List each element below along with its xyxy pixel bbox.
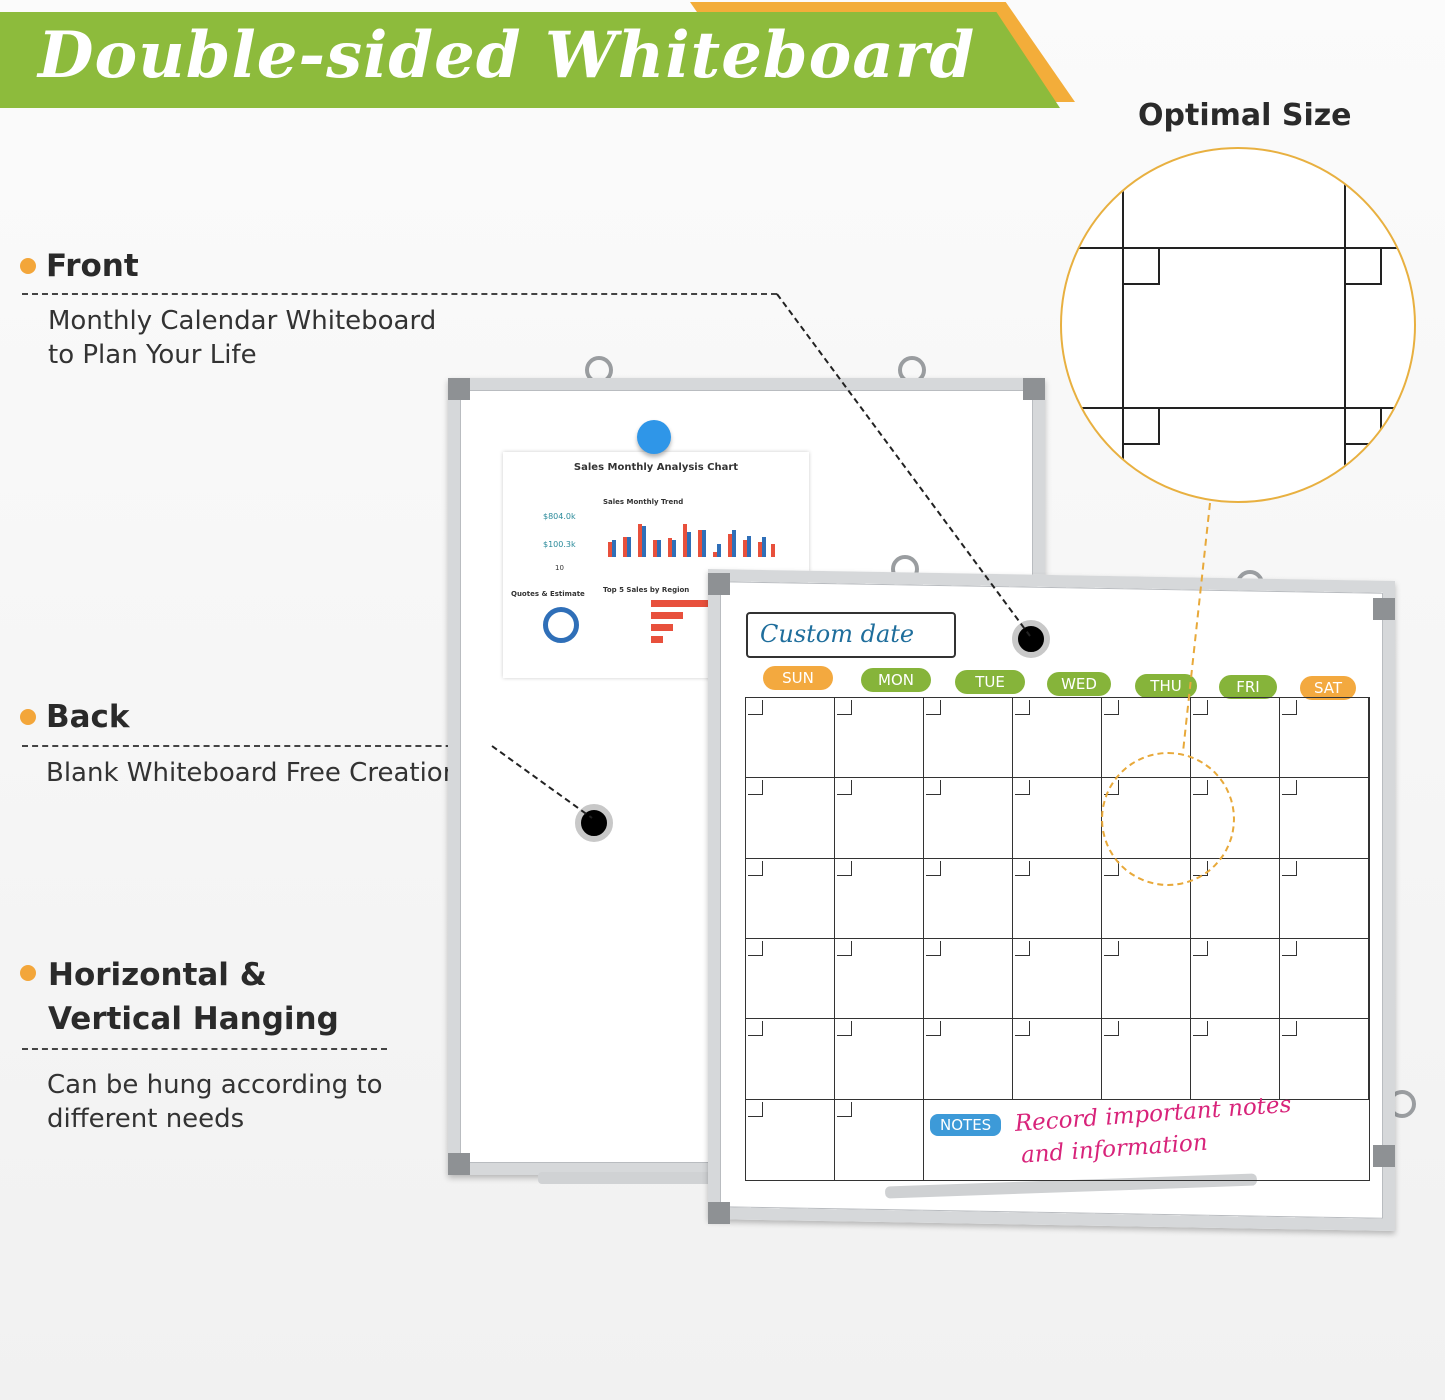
optimal-size-magnifier	[1060, 147, 1416, 503]
section-title-back: Back	[46, 699, 130, 735]
section-desc-front: Monthly Calendar Whiteboard to Plan Your…	[48, 304, 436, 372]
kpi-value: 10	[555, 564, 564, 572]
calendar-cell	[924, 858, 1013, 939]
calendar-cell	[1013, 698, 1102, 779]
desc-line: Can be hung according to	[47, 1070, 383, 1100]
calendar-cell	[1280, 778, 1369, 859]
back-magnet-marker	[575, 804, 613, 842]
notes-badge: NOTES	[930, 1113, 1002, 1136]
calendar-cell	[1280, 858, 1369, 939]
calendar-cell	[746, 698, 835, 779]
section-title-front: Front	[46, 248, 139, 284]
calendar-cell	[1102, 858, 1191, 939]
board-corner	[1023, 378, 1045, 400]
kpi-value: $804.0k	[543, 512, 576, 521]
calendar-cell	[1102, 939, 1191, 1020]
board-corner	[708, 1202, 730, 1224]
day-label-fri: FRI	[1219, 675, 1277, 699]
desc-line: different needs	[47, 1104, 245, 1134]
calendar-cell	[1191, 1019, 1280, 1100]
calendar-cell	[1013, 1019, 1102, 1100]
calendar-cell	[835, 698, 924, 779]
blue-magnet	[637, 420, 671, 454]
calendar-cell	[746, 1019, 835, 1100]
calendar-cell	[835, 1019, 924, 1100]
calendar-cell	[1013, 939, 1102, 1020]
sheet-bar-chart	[608, 524, 775, 557]
region-bar	[651, 600, 709, 607]
desc-line: Monthly Calendar Whiteboard	[48, 306, 437, 336]
desc-line: to Plan Your Life	[48, 340, 257, 370]
calendar-cell	[746, 939, 835, 1020]
board-corner	[1373, 598, 1395, 620]
day-label-sat: SAT	[1300, 676, 1356, 700]
divider	[22, 745, 492, 747]
title-line: Horizontal &	[48, 957, 267, 993]
calendar-cell	[924, 778, 1013, 859]
marker-tray	[538, 1172, 738, 1184]
calendar-cell	[835, 1099, 924, 1180]
optimal-size-label: Optimal Size	[1138, 98, 1352, 133]
title-line: Vertical Hanging	[48, 1001, 339, 1037]
day-label-sun: SUN	[763, 666, 833, 690]
calendar-cell	[1280, 939, 1369, 1020]
day-label-wed: WED	[1047, 672, 1111, 696]
sheet-donut-title: Quotes & Estimate	[511, 590, 585, 598]
section-desc-back: Blank Whiteboard Free Creation	[46, 758, 460, 788]
region-bar	[651, 612, 683, 619]
notes-text: Record important notes and information	[1014, 1088, 1295, 1171]
calendar-grid: NOTES Record important notes and informa…	[745, 697, 1370, 1181]
calendar-cell	[835, 858, 924, 939]
section-desc-hanging: Can be hung according to different needs	[47, 1068, 383, 1136]
region-bar	[651, 636, 663, 643]
calendar-cell	[835, 778, 924, 859]
bullet-icon	[20, 709, 36, 725]
sheet-bar-title: Top 5 Sales by Region	[603, 586, 690, 594]
calendar-cell	[924, 1019, 1013, 1100]
calendar-cell	[1013, 858, 1102, 939]
calendar-cell	[835, 939, 924, 1020]
donut-chart	[543, 607, 579, 643]
title-banner	[0, 12, 1060, 108]
board-corner	[708, 573, 730, 595]
calendar-cell	[746, 858, 835, 939]
front-magnet-marker	[1012, 620, 1050, 658]
sheet-trend-title: Sales Monthly Trend	[603, 498, 684, 506]
calendar-cell	[746, 1099, 835, 1180]
board-corner	[1373, 1145, 1395, 1167]
kpi-value: $100.3k	[543, 540, 576, 549]
divider	[22, 293, 777, 295]
day-label-mon: MON	[861, 668, 931, 692]
calendar-cell	[924, 939, 1013, 1020]
sheet-title: Sales Monthly Analysis Chart	[573, 462, 739, 473]
custom-date-box: Custom date	[746, 612, 956, 658]
calendar-cell	[1280, 1019, 1369, 1100]
calendar-cell	[746, 778, 835, 859]
calendar-cell	[1013, 778, 1102, 859]
section-title-hanging: Horizontal & Vertical Hanging	[48, 953, 339, 1041]
bullet-icon	[20, 258, 36, 274]
day-label-tue: TUE	[955, 670, 1025, 694]
notes-area: NOTES Record important notes and informa…	[924, 1091, 1369, 1180]
region-bar	[651, 624, 673, 631]
zoom-focus-circle	[1101, 752, 1235, 886]
day-label-thu: THU	[1135, 674, 1197, 698]
divider	[22, 1048, 387, 1050]
calendar-cell	[1102, 1019, 1191, 1100]
board-corner	[448, 1153, 470, 1175]
calendar-cell	[1191, 939, 1280, 1020]
calendar-cell	[924, 698, 1013, 779]
board-corner	[448, 378, 470, 400]
calendar-cell	[1280, 698, 1369, 779]
bullet-icon	[20, 965, 36, 981]
page-title: Double-sided Whiteboard	[38, 18, 976, 93]
